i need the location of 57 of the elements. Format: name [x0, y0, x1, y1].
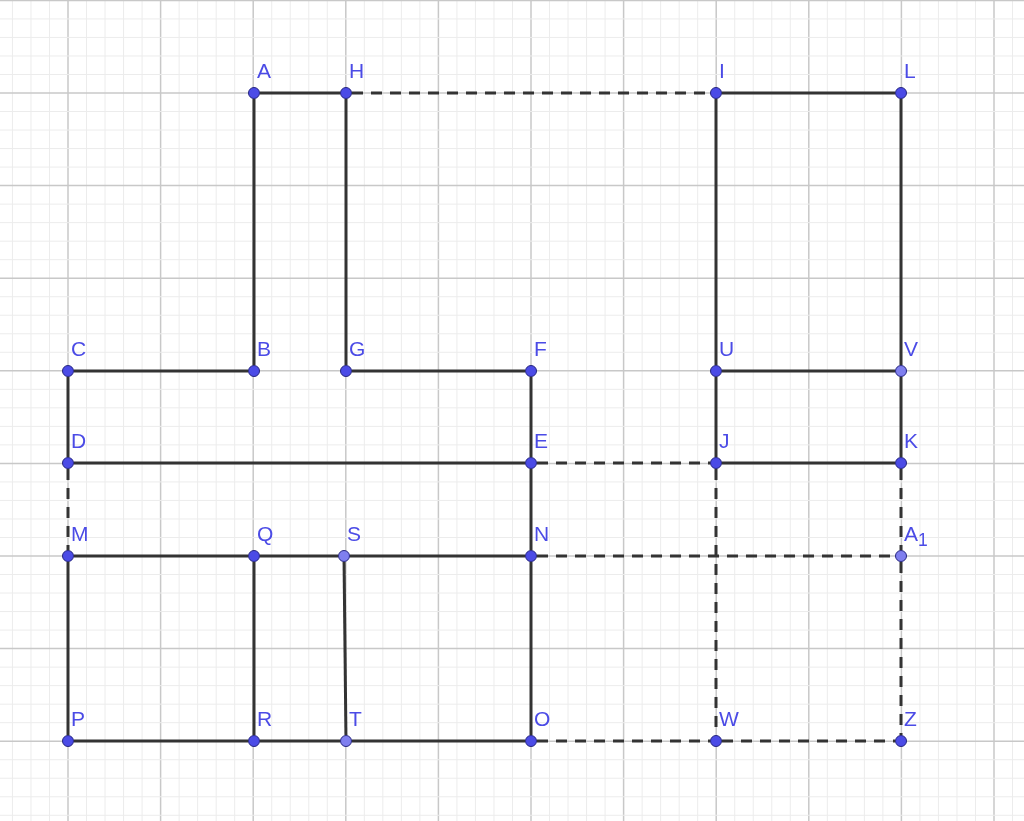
point-label: G — [349, 338, 366, 359]
segment — [722, 369, 895, 373]
segment — [74, 554, 248, 558]
point-label: Z — [904, 708, 917, 729]
dashed-segment — [899, 469, 903, 550]
point-label: U — [719, 338, 735, 359]
segment — [529, 377, 533, 457]
segment — [722, 461, 895, 465]
dashed-segment — [899, 562, 903, 735]
point-label: O — [534, 708, 551, 729]
point-label: V — [904, 338, 918, 359]
segment — [344, 99, 348, 365]
point-label: C — [71, 338, 87, 359]
segment — [722, 91, 895, 95]
segment — [260, 554, 338, 558]
segment — [350, 554, 525, 558]
segment — [260, 91, 340, 95]
dashed-segment — [66, 469, 70, 550]
segment — [260, 739, 340, 743]
segment — [74, 369, 248, 373]
point-label: K — [904, 430, 918, 451]
point-label: R — [257, 708, 273, 729]
segment — [529, 562, 533, 735]
point-label: E — [534, 430, 548, 451]
point-label: W — [719, 708, 739, 729]
segment — [714, 99, 718, 365]
point-label: M — [71, 523, 89, 544]
point-label: J — [719, 430, 730, 451]
segment — [66, 562, 70, 735]
segment — [252, 99, 256, 365]
point-label: I — [719, 60, 725, 81]
point-label: S — [347, 523, 361, 544]
segment — [352, 739, 525, 743]
segment — [74, 739, 248, 743]
point-label: F — [534, 338, 547, 359]
segment — [342, 562, 348, 736]
dashed-segment — [722, 739, 895, 743]
point-label: P — [71, 708, 85, 729]
segment — [74, 461, 525, 465]
segment — [714, 377, 718, 457]
point-label: N — [534, 523, 550, 544]
segment — [899, 99, 903, 365]
point-label: A$_{1}$ — [904, 523, 928, 550]
dashed-segment — [537, 739, 710, 743]
segment — [66, 377, 70, 457]
dashed-segment — [537, 461, 710, 465]
segment — [352, 369, 525, 373]
point-label: A — [257, 60, 271, 81]
point-label: L — [904, 60, 916, 81]
segment — [529, 469, 533, 550]
segment — [899, 377, 903, 457]
point-label: D — [71, 430, 87, 451]
point-label: T — [349, 708, 362, 729]
segment — [252, 562, 256, 735]
point-label: H — [349, 60, 365, 81]
point-label: B — [257, 338, 271, 359]
point-label: Q — [257, 523, 274, 544]
